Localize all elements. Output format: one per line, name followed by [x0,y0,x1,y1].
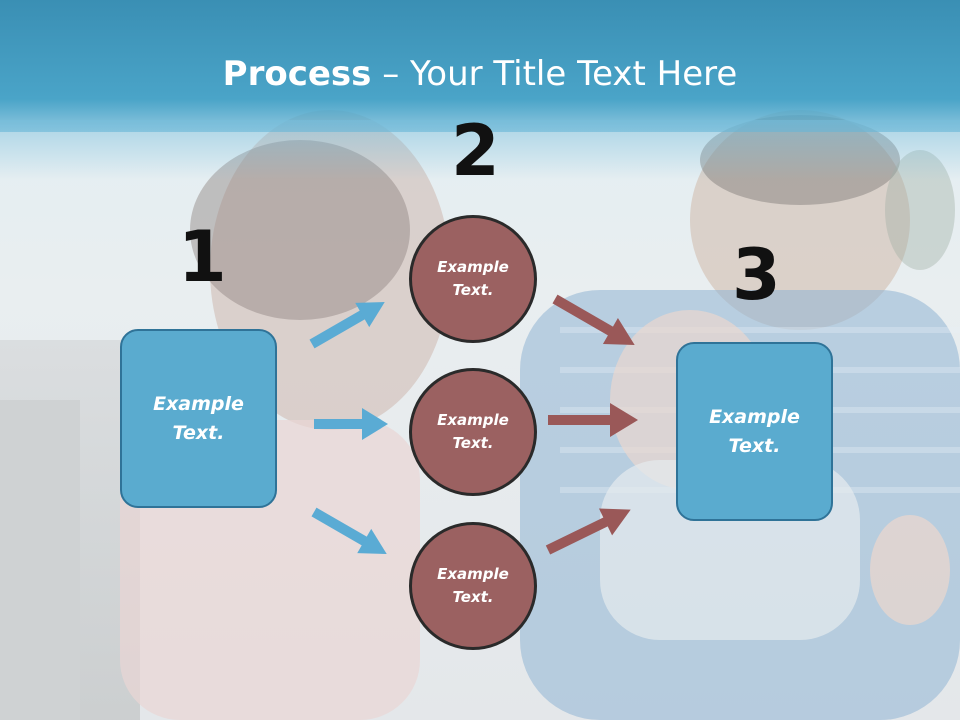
circle-top-line-2: Text. [452,281,494,299]
step-number-1: 1 [178,216,227,298]
circle-middle-line-2: Text. [452,434,494,452]
right-box-line-1: Example [709,405,800,428]
title-bold: Process [222,54,372,94]
circle-top-line-1: Example [437,258,509,276]
arrow-right-icon [314,408,388,440]
step-number-2: 2 [451,110,500,192]
arrow-right-icon [552,294,635,345]
left-box-line-2: Text. [172,421,225,444]
circle-bottom-line-2: Text. [452,588,494,606]
step-number-3: 3 [732,234,781,316]
title-bar-fade [0,120,960,180]
title-rest: Your Title Text Here [410,54,738,94]
circle-middle-line-1: Example [437,411,509,429]
arrow-right-icon [311,507,387,554]
right-text-box[interactable]: Example Text. [676,342,833,521]
arrow-right-icon [548,403,638,437]
circle-top[interactable]: Example Text. [409,215,537,343]
circle-bottom[interactable]: Example Text. [409,522,537,650]
circle-bottom-line-1: Example [437,565,509,583]
arrow-right-icon [309,302,385,349]
left-box-line-1: Example [153,392,244,415]
arrow-right-icon [545,508,631,555]
left-text-box[interactable]: Example Text. [120,329,277,508]
slide-title: Process – Your Title Text Here [0,52,960,96]
title-dash: – [371,54,411,94]
title-bar [0,0,960,132]
circle-middle[interactable]: Example Text. [409,368,537,496]
right-box-line-2: Text. [728,434,781,457]
